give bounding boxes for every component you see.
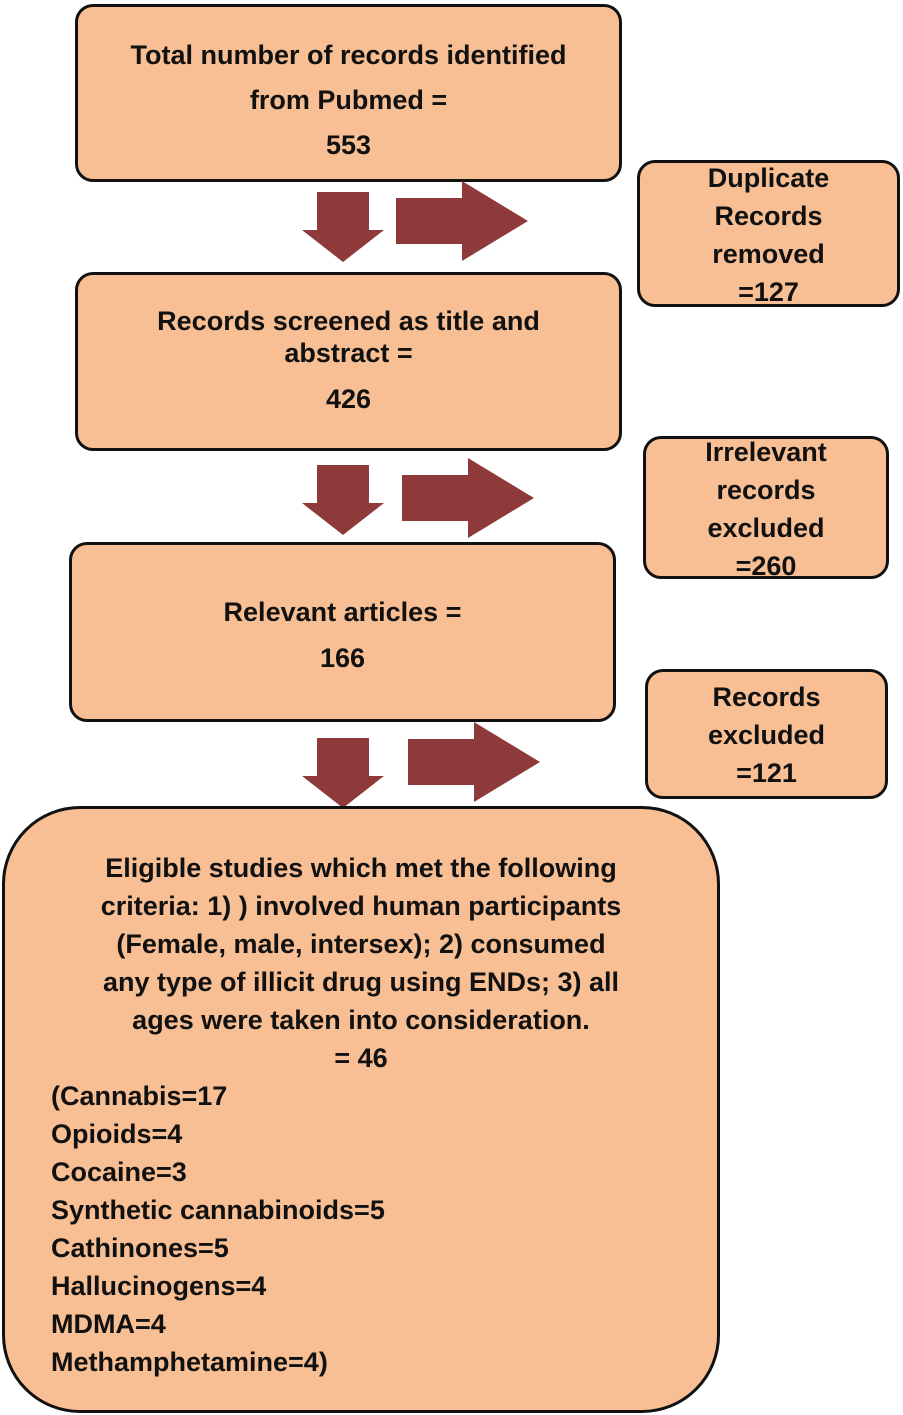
irrelevant-line-1: Irrelevant: [705, 436, 827, 467]
irrelevant-count: =260: [735, 550, 797, 581]
down-arrow-1-icon: [302, 192, 384, 262]
irrelevant-excluded-box: Irrelevant records excluded =260: [643, 436, 889, 581]
duplicates-count: =127: [738, 276, 799, 307]
irrelevant-line-3: excluded: [707, 512, 825, 543]
identified-line-2: from Pubmed =: [249, 85, 448, 115]
drug-item-cathinones: Cathinones=5: [51, 1233, 229, 1263]
records-screened-box: Records screened as title and abstract =…: [75, 272, 622, 451]
right-arrow-1-icon: [396, 181, 528, 261]
drug-item-cocaine: Cocaine=3: [51, 1157, 187, 1187]
duplicates-line-1: Duplicate: [707, 162, 830, 193]
excluded-line-1: Records: [712, 682, 821, 712]
drug-item-cannabis: (Cannabis=17: [51, 1081, 228, 1111]
duplicates-line-2: Records: [714, 200, 823, 231]
drug-breakdown-list: (Cannabis=17 Opioids=4 Cocaine=3 Synthet…: [51, 1077, 385, 1381]
irrelevant-line-2: records: [716, 474, 816, 505]
duplicates-line-3: removed: [712, 238, 825, 269]
eligible-total: = 46: [334, 1043, 388, 1073]
records-identified-box: Total number of records identified from …: [75, 4, 622, 182]
duplicates-removed-box: Duplicate Records removed =127: [637, 160, 900, 307]
criteria-line-2: criteria: 1) ) involved human participan…: [100, 891, 622, 921]
drug-item-methamphetamine: Methamphetamine=4): [51, 1347, 328, 1377]
down-arrow-2-icon: [302, 465, 384, 535]
screened-count: 426: [325, 384, 372, 414]
right-arrow-3-icon: [408, 722, 540, 802]
relevant-articles-box: Relevant articles = 166: [69, 542, 616, 722]
criteria-line-4: any type of illicit drug using ENDs; 3) …: [102, 967, 620, 997]
records-excluded-box: Records excluded =121: [645, 669, 888, 799]
eligible-studies-box: Eligible studies which met the following…: [2, 806, 720, 1413]
excluded-line-2: excluded: [707, 720, 826, 750]
drug-item-opioids: Opioids=4: [51, 1119, 183, 1149]
relevant-line-1: Relevant articles =: [223, 597, 462, 627]
drug-item-mdma: MDMA=4: [51, 1309, 166, 1339]
criteria-line-3: (Female, male, intersex); 2) consumed: [116, 929, 606, 959]
criteria-line-5: ages were taken into consideration.: [132, 1005, 590, 1035]
relevant-count: 166: [319, 643, 366, 673]
screened-line-1: Records screened as title and: [157, 306, 540, 336]
identified-line-1: Total number of records identified: [130, 40, 567, 70]
excluded-count: =121: [736, 758, 797, 788]
criteria-line-1: Eligible studies which met the following: [105, 853, 617, 883]
down-arrow-3-icon: [302, 738, 384, 808]
drug-item-synthetic-cannabinoids: Synthetic cannabinoids=5: [51, 1195, 385, 1225]
right-arrow-2-icon: [402, 458, 534, 538]
screened-line-2: abstract =: [284, 338, 413, 368]
identified-count: 553: [325, 130, 372, 160]
drug-item-hallucinogens: Hallucinogens=4: [51, 1271, 267, 1301]
